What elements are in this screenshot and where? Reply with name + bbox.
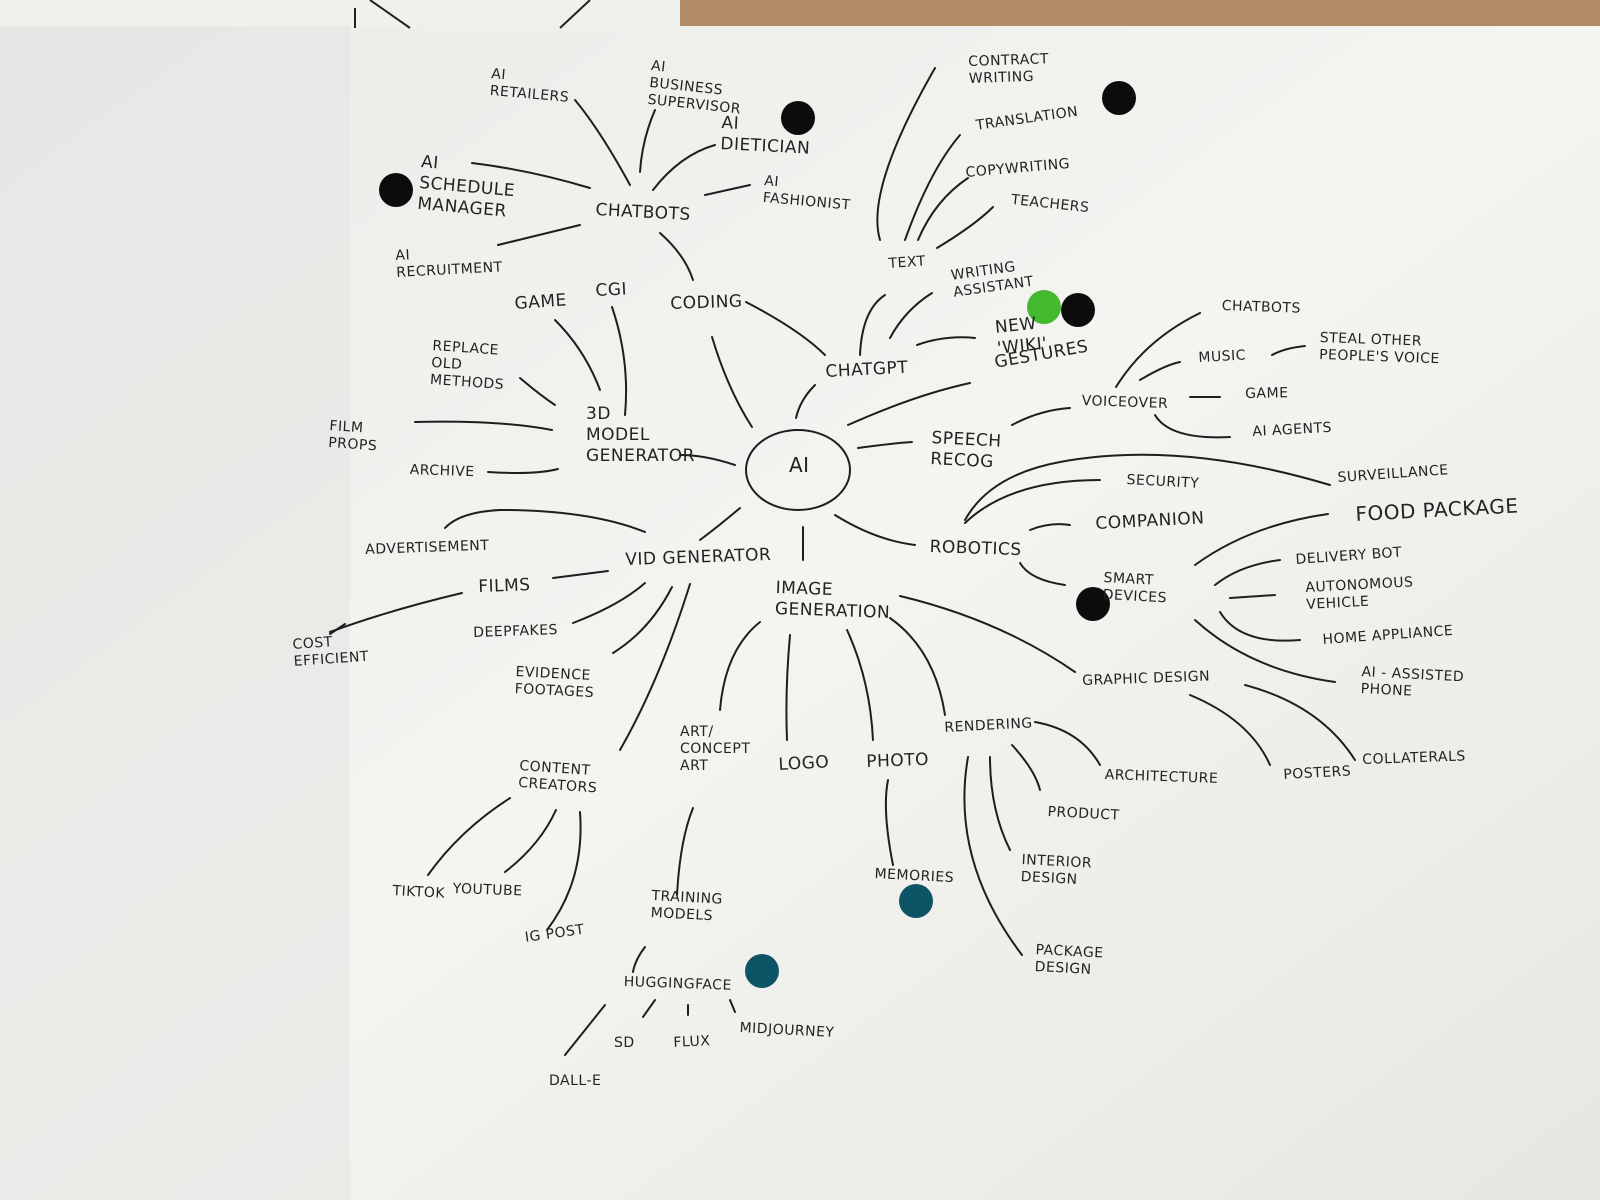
node-ai-recruitment: AI RECRUITMENT [395,247,504,281]
node-sd: SD [614,1035,635,1051]
node-chatgpt: CHATGPT [825,357,909,382]
node-ai-retailers: AI RETAILERS [489,66,570,106]
node-speech-recog: SPEECH RECOG [929,428,1003,473]
node-archive: ARCHIVE [409,462,475,481]
node-smart-devices: SMART DEVICES [1102,570,1168,607]
node-image-generation: IMAGE GENERATION [774,578,891,623]
node-ai-assisted-phone: AI - ASSISTED PHONE [1360,664,1465,700]
node-films: FILMS [478,575,531,597]
node-collaterals: COLLATERALS [1362,748,1467,768]
node-voiceover: VOICEOVER [1081,393,1169,413]
center-node: AI [789,453,810,477]
black-dot-sticker [379,173,413,207]
node-youtube: YOUTUBE [452,881,523,900]
green-dot-sticker [1027,290,1061,324]
black-dot-sticker [1061,293,1095,327]
node-text: TEXT [888,253,927,272]
node-flux: FLUX [673,1033,711,1051]
node-dall-e: DALL-E [549,1073,602,1089]
node-package-design: PACKAGE DESIGN [1034,942,1105,978]
paper-shadow [0,26,350,1200]
node-posters: POSTERS [1283,763,1352,783]
node-film-props: FILM PROPS [327,418,378,455]
node-game-3d: GAME [514,290,568,314]
node-content-creators: CONTENT CREATORS [517,758,598,797]
black-dot-sticker [781,101,815,135]
node-ai-schedule-manager: AI SCHEDULE MANAGER [416,152,516,222]
node-steal-voice: STEAL OTHER PEOPLE'S VOICE [1318,330,1441,368]
node-music: MUSIC [1198,347,1247,366]
node-interior-design: INTERIOR DESIGN [1020,852,1093,888]
back-sheet-lines [354,0,591,29]
node-tiktok: TIKTOK [392,883,446,902]
node-game-voice: GAME [1245,385,1289,402]
node-autonomous-vehicle: AUTONOMOUS VEHICLE [1305,574,1414,613]
node-photo: PHOTO [866,749,930,772]
node-3d-model-generator: 3D MODEL GENERATOR [586,404,695,466]
node-ai-business-supervisor: AI BUSINESS SUPERVISOR [646,58,742,118]
connector-lines [329,67,1356,1056]
node-chatbots-voice: CHATBOTS [1221,298,1302,317]
node-cgi: CGI [595,279,628,301]
black-dot-sticker [1076,587,1110,621]
teal-dot-sticker [745,954,779,988]
back-sheet [0,0,680,30]
node-evidence-footages: EVIDENCE FOOTAGES [514,664,595,702]
node-training-models: TRAINING MODELS [650,888,724,925]
node-deepfakes: DEEPFAKES [473,622,559,641]
node-contract-writing: CONTRACT WRITING [968,51,1050,87]
node-replace-old-methods: REPLACE OLD METHODS [429,338,505,394]
node-logo: LOGO [778,752,830,775]
black-dot-sticker [1102,81,1136,115]
node-art-concept-art: ART/ CONCEPT ART [680,724,751,774]
node-coding: CODING [670,291,743,314]
node-robotics: ROBOTICS [929,537,1022,561]
node-ai-dietician: AI DIETICIAN [719,113,811,159]
node-cost-efficient: COST EFFICIENT [292,634,370,670]
teal-dot-sticker [899,884,933,918]
